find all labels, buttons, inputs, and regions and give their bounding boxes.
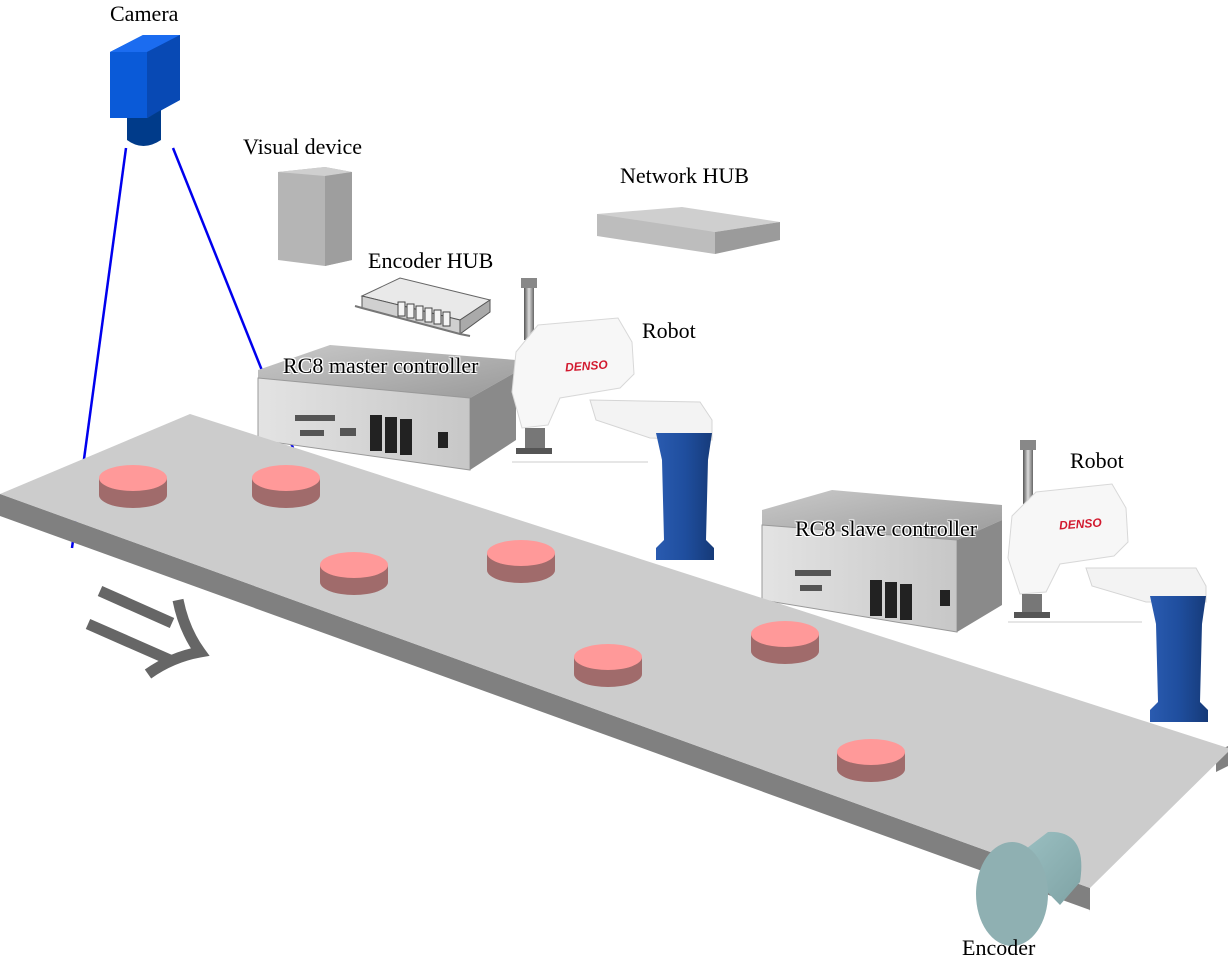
workpiece: [837, 739, 905, 782]
workpieces: [99, 465, 905, 782]
camera-lens: [127, 110, 161, 146]
label-visual-device: Visual device: [243, 134, 363, 159]
robot-2: [1007, 440, 1208, 722]
robot-2-brand-logo: DENSO: [1058, 515, 1103, 533]
encoder-hub: [354, 277, 492, 337]
network-hub: [597, 207, 780, 254]
robot-1-brand-logo: DENSO: [564, 357, 609, 375]
robot-1-base: [656, 433, 714, 560]
robot-2-shaft: [1023, 444, 1033, 504]
robot-1: [511, 278, 714, 560]
label-slave-controller: RC8 slave controller: [795, 516, 978, 541]
workpiece: [252, 465, 320, 508]
workpiece: [487, 540, 555, 583]
label-network-hub: Network HUB: [620, 163, 749, 188]
label-encoder-hub: Encoder HUB: [368, 248, 494, 273]
encoder: [976, 831, 1082, 946]
workpiece: [99, 465, 167, 508]
camera: [70, 35, 295, 549]
label-master-controller: RC8 master controller: [283, 353, 479, 378]
robot-1-shaft: [524, 282, 534, 340]
label-camera: Camera: [110, 1, 179, 26]
workpiece: [320, 552, 388, 595]
rc8-master-controller: [257, 345, 516, 471]
visual-device: [278, 167, 352, 266]
rc8-slave-controller: [761, 490, 1002, 633]
flow-direction-arrow-icon: [85, 585, 210, 679]
robot-2-base: [1150, 596, 1208, 722]
label-robot-1: Robot: [642, 318, 696, 343]
workpiece: [751, 621, 819, 664]
label-robot-2: Robot: [1070, 448, 1124, 473]
workpiece: [574, 644, 642, 687]
label-encoder: Encoder: [962, 935, 1036, 960]
